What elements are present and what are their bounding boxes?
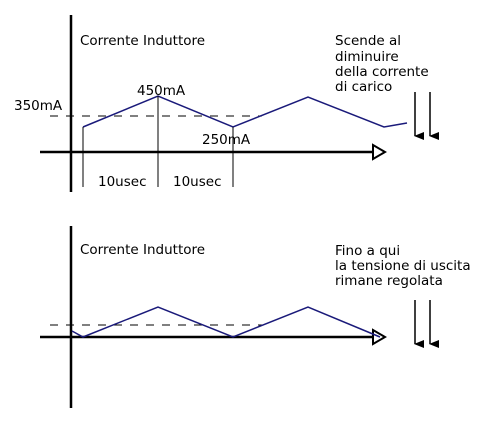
- top-note-line-1: Scende al: [335, 33, 401, 49]
- bottom-note-line-1: Fino a qui: [335, 243, 400, 259]
- top-label-period-1: 10usec: [98, 174, 147, 190]
- top-title: Corrente Induttore: [80, 33, 205, 49]
- top-label-350ma: 350mA: [14, 98, 63, 114]
- top-note-line-4: di carico: [335, 79, 392, 95]
- top-label-period-2: 10usec: [173, 174, 222, 190]
- top-current-waveform: [82, 95, 408, 128]
- top-note-line-3: della corrente: [335, 64, 429, 80]
- bottom-note-line-2: la tensione di uscita: [335, 258, 471, 274]
- top-note-line-2: diminuire: [335, 49, 399, 65]
- top-label-250ma: 250mA: [202, 132, 251, 148]
- top-label-450ma: 450mA: [137, 83, 186, 99]
- top-x-axis-arrow: [372, 143, 387, 161]
- bottom-current-waveform: [71, 306, 381, 338]
- top-diagram: Corrente Induttore 350mA 450mA 250mA 10u…: [14, 15, 439, 192]
- bottom-note-line-3: rimane regolata: [335, 273, 443, 289]
- bottom-diagram: Corrente Induttore Fino a qui la tension…: [40, 226, 471, 408]
- bottom-title: Corrente Induttore: [80, 242, 205, 258]
